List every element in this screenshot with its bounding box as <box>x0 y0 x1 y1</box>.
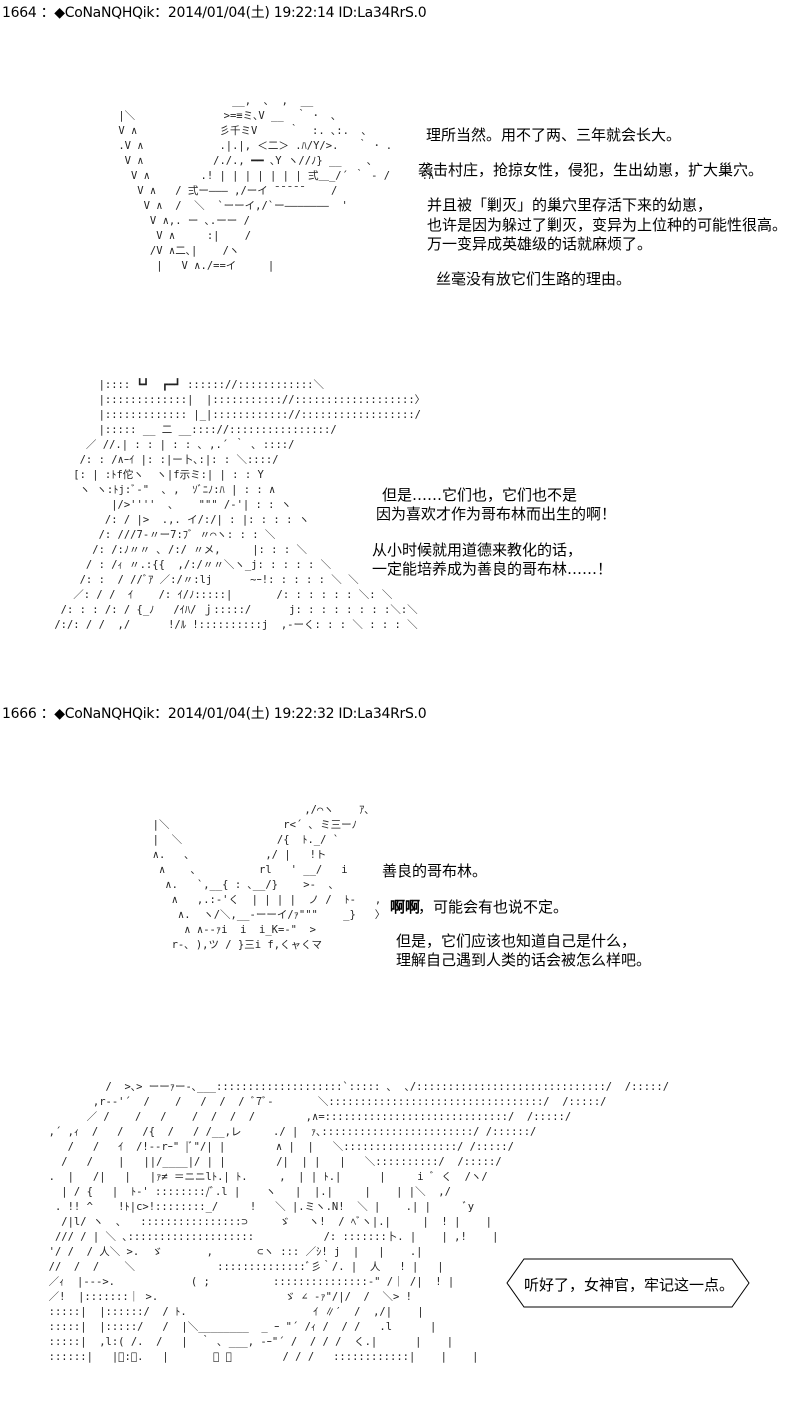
post-header: 1664 ：◆CoNaNQHQik：2014/01/04(土) 19:22:14… <box>2 5 427 21</box>
bubble-outline <box>506 1258 750 1308</box>
post-header: 1666 ：◆CoNaNQHQik：2014/01/04(土) 19:22:32… <box>2 706 427 722</box>
ascii-art-girl: |:::: ┗┛ ┏━┛ :::::://::::::::::::＼ |::::… <box>54 379 426 631</box>
dialogue-line: 因为喜欢才作为哥布林而出生的啊！ <box>376 505 617 523</box>
ascii-art-goblin: ,/⌒ヽ ｱ､ |＼ r<´ ､ ミ三ーﾉ | ＼ /{ ﾄ._/ ` ∧. ､… <box>152 804 386 951</box>
dialogue-line: 一定能培养成为善良的哥布林……！ <box>372 560 613 578</box>
dialogue-line: 善良的哥布林。 <box>382 862 488 880</box>
dialogue-line: 从小时候就用道德来教化的话， <box>372 541 583 559</box>
dialogue-line: 但是……它们也，它们也不是 <box>382 486 578 504</box>
dialogue-line: 理解自己遇到人类的话会被怎么样吧。 <box>396 951 652 969</box>
bubble-text: 听好了，女神官，牢记这一点。 <box>524 1276 735 1294</box>
dialogue-line: ，可能会有也说不定。 <box>418 898 569 916</box>
ascii-art-armored-figure: / >､> ーーｧー-､___::::::::::::::::::::`::::… <box>48 1081 670 1363</box>
dialogue-line: 万一变异成英雄级的话就麻烦了。 <box>427 235 653 253</box>
dialogue-line: 但是，它们应该也知道自己是什么， <box>396 932 637 950</box>
dialogue-line: 并且被「剿灭」的巢穴里存活下来的幼崽， <box>427 196 713 214</box>
dialogue-line: 丝毫没有放它们生路的理由。 <box>436 270 632 288</box>
dialogue-line: 袭击村庄，抢掠女性，侵犯，生出幼崽，扩大巢穴。 <box>418 161 764 179</box>
ascii-art-creature: __, ､ , __ |＼ >=≡ミ､V __ ｀ ･ ､ V ∧ 彡千ミV ｀… <box>118 95 435 272</box>
dialogue-emphasis: 啊啊 <box>390 898 421 916</box>
dialogue-line: 理所当然。用不了两、三年就会长大。 <box>426 126 682 144</box>
dialogue-line: 也许是因为躲过了剿灭，变异为上位种的可能性很高。 <box>427 216 788 234</box>
speech-bubble: 听好了，女神官，牢记这一点。 <box>506 1258 750 1308</box>
